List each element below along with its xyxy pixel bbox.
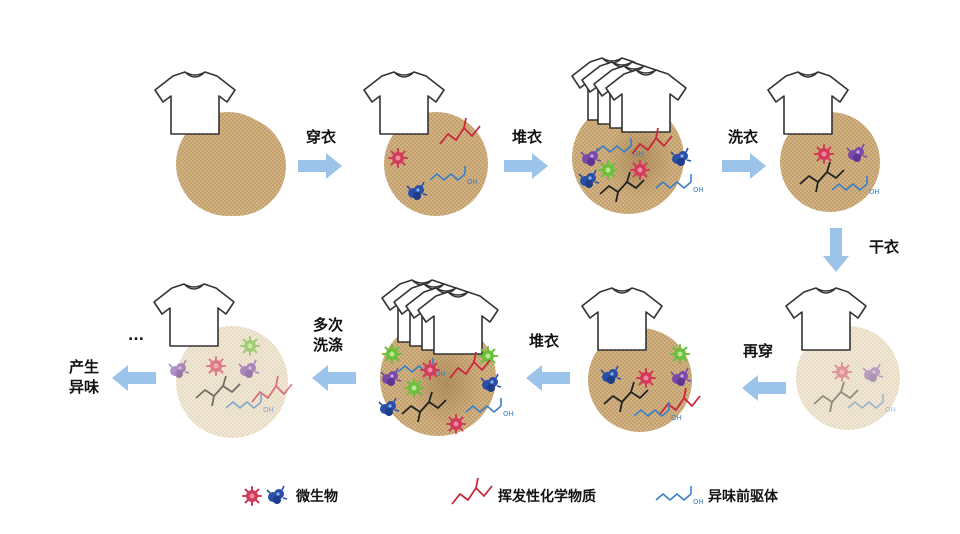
arrow-wash (722, 153, 766, 179)
arrow-pile-2 (526, 365, 570, 391)
label-odor-1: 产生 (69, 358, 99, 376)
legend-voc-label: 挥发性化学物质 (498, 488, 596, 505)
label-wear: 穿衣 (306, 128, 336, 146)
stage-1-clean-shirt (154, 71, 286, 216)
legend-precursor-icon: OH (655, 486, 704, 506)
legend-microbes-label: 微生物 (295, 488, 338, 505)
legend: 微生物 挥发性化学物质 OH 异味前驱体 (242, 477, 779, 506)
legend-microbes-icon (242, 485, 288, 506)
stage-7-piled-shirts (378, 279, 515, 436)
arrow-multi-wash (312, 365, 356, 391)
stage-8-odor-shirt (153, 283, 293, 438)
arrow-odor (112, 365, 156, 391)
label-odor-2: 异味 (69, 378, 99, 396)
arrow-rewear (742, 375, 786, 401)
label-pile-1: 堆衣 (512, 128, 542, 146)
label-dry: 干衣 (869, 238, 899, 256)
arrow-pile-1 (504, 153, 548, 179)
stage-3-piled-shirts (571, 57, 705, 214)
label-rewear: 再穿 (743, 342, 773, 360)
label-multi-wash-1: 多次 (313, 316, 343, 334)
stage-5-dried-shirt (785, 287, 900, 430)
stage-2-worn-shirt (363, 71, 488, 216)
label-wash: 洗衣 (728, 128, 758, 146)
arrow-wear (298, 153, 342, 179)
legend-voc-icon (451, 477, 493, 505)
stage-4-washed-shirt (767, 71, 881, 212)
arrow-dry (823, 228, 849, 272)
legend-precursor-label: 异味前驱体 (708, 488, 779, 505)
label-multi-wash-2: 洗涤 (313, 336, 343, 354)
svg-text:OH: OH (693, 498, 704, 506)
ellipsis: ... (128, 328, 144, 344)
label-pile-2: 堆衣 (529, 332, 559, 350)
stage-6-rewear-shirt (581, 287, 701, 432)
